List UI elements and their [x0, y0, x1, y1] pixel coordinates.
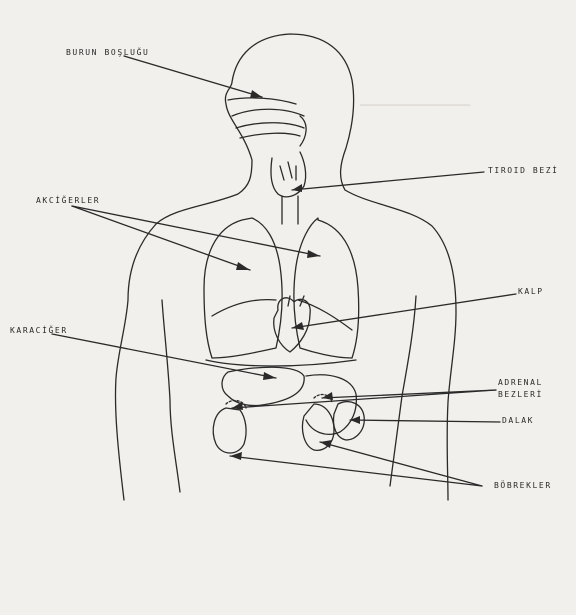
arrowhead-heart	[292, 322, 304, 330]
lung-fissure-left	[212, 300, 276, 316]
label-adrenal-line1: ADRENAL	[498, 378, 543, 387]
mouth-cavity	[232, 109, 306, 146]
left-kidney	[213, 408, 246, 453]
arrowhead-lungs-2	[307, 250, 320, 258]
label-kidneys: BÖBREKLER	[494, 481, 552, 490]
nasal-passage	[228, 98, 296, 104]
leader-spleen	[350, 420, 500, 422]
leader-adrenal-1	[232, 390, 496, 408]
arrowhead-thyroid	[292, 184, 302, 192]
leader-adrenal-2	[322, 390, 496, 398]
label-lungs: AKCİĞERLER	[36, 196, 100, 205]
label-spleen: DALAK	[502, 416, 534, 425]
trachea	[282, 196, 298, 224]
arrowhead-spleen	[350, 416, 360, 424]
leader-kidneys-1	[230, 456, 482, 486]
diaphragm	[206, 360, 356, 366]
liver-shape	[222, 367, 304, 405]
label-thyroid: TIROID BEZİ	[488, 166, 559, 175]
arrowhead-adrenal-2	[322, 392, 333, 400]
left-lung	[204, 218, 282, 358]
arrowhead-lungs-1	[236, 262, 250, 270]
label-liver: KARACİĞER	[10, 326, 68, 335]
label-adrenal-line2: BEZLERİ	[498, 390, 543, 399]
leader-heart	[292, 294, 516, 328]
label-nasal-cavity: BURUN BOŞLUĞU	[66, 48, 149, 57]
leader-lungs-2	[72, 206, 320, 256]
leader-lungs-1	[72, 206, 250, 270]
arrowhead-nasal	[250, 90, 262, 98]
leader-thyroid	[292, 172, 484, 190]
arrowhead-liver	[263, 372, 276, 380]
leader-nasal	[124, 56, 262, 97]
body-outline	[115, 34, 456, 500]
leader-kidneys-2	[320, 442, 482, 486]
heart-shape	[274, 296, 311, 352]
leader-liver	[52, 334, 276, 378]
label-heart: KALP	[518, 287, 544, 296]
